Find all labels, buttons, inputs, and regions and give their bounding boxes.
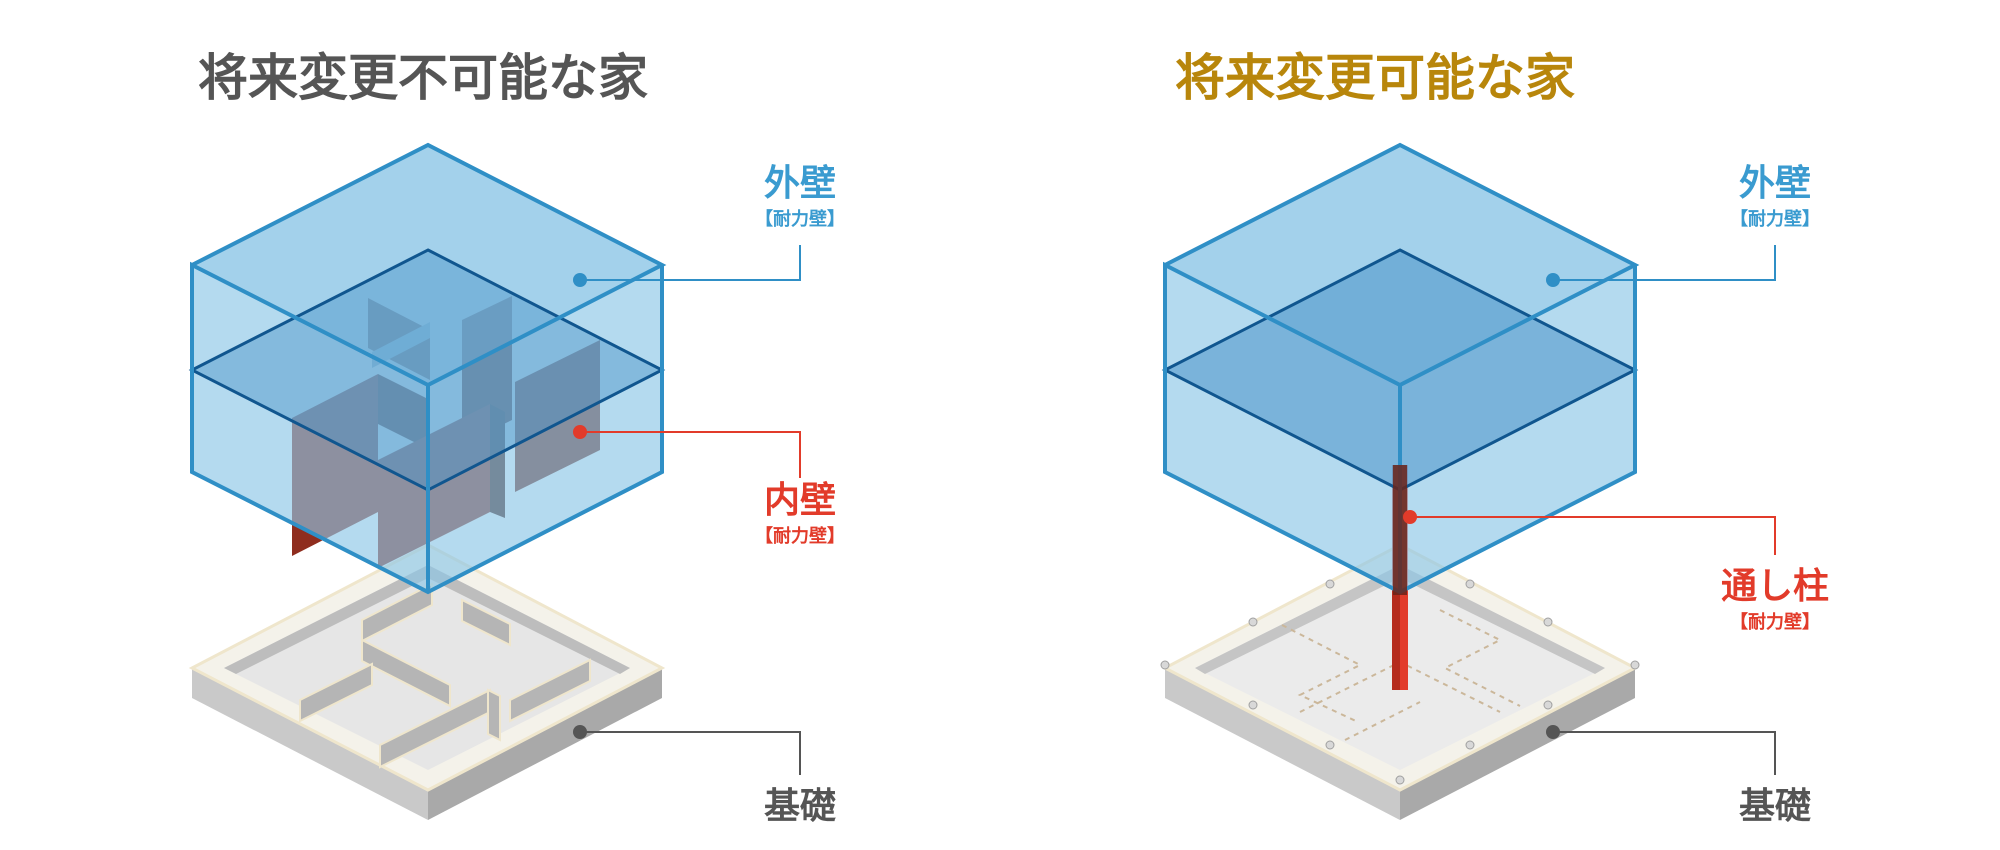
- left-inner-wall-callout: 内壁 【耐力壁】: [573, 425, 845, 547]
- right-column-callout: 通し柱 【耐力壁】: [1403, 510, 1829, 633]
- right-outer-wall-sublabel: 【耐力壁】: [1730, 208, 1820, 230]
- right-foundation-side-right: [1400, 668, 1635, 820]
- left-foundation-partitions: [299, 582, 591, 769]
- left-foundation-side-left: [192, 668, 428, 820]
- right-box-edges: [1163, 142, 1640, 595]
- left-foundation-side-right: [428, 668, 662, 820]
- left-outer-wall-callout: 外壁 【耐力壁】: [573, 163, 845, 287]
- left-foundation: [188, 543, 666, 820]
- right-foundation-side-left: [1165, 668, 1400, 820]
- right-title: 将来変更可能な家: [1175, 49, 1575, 107]
- right-outer-wall-line: [1553, 245, 1776, 281]
- right-outer-wall-label: 外壁: [1739, 163, 1811, 204]
- left-foundation-callout: 基礎: [573, 725, 836, 827]
- left-inner-wall-sublabel: 【耐力壁】: [755, 525, 845, 547]
- right-foundation-anchor-bolts: [1160, 579, 1640, 785]
- left-inner-wall-label: 内壁: [764, 480, 836, 521]
- right-column-line: [1410, 516, 1776, 555]
- right-foundation-label: 基礎: [1739, 786, 1811, 827]
- left-title: 将来変更不可能な家: [198, 49, 648, 107]
- left-inner-wall-line: [580, 431, 801, 478]
- left-outer-wall-sublabel: 【耐力壁】: [755, 208, 845, 230]
- right-column-label: 通し柱: [1721, 566, 1829, 607]
- left-outer-box: [188, 142, 667, 595]
- left-foundation-label: 基礎: [764, 786, 836, 827]
- left-outer-wall-line: [580, 245, 801, 281]
- right-outer-wall-callout: 外壁 【耐力壁】: [1546, 163, 1820, 287]
- right-foundation-callout: 基礎: [1546, 725, 1811, 827]
- left-box-edges: [190, 142, 667, 595]
- left-outer-wall-label: 外壁: [764, 163, 836, 204]
- left-panel: 将来変更不可能な家: [188, 49, 845, 827]
- right-outer-box: [1161, 142, 1640, 595]
- right-foundation-line: [1553, 731, 1776, 775]
- right-column-sublabel: 【耐力壁】: [1730, 611, 1820, 633]
- right-panel: 将来変更可能な家: [1160, 49, 1829, 827]
- column-upper: [1393, 465, 1407, 595]
- left-foundation-line: [580, 731, 801, 775]
